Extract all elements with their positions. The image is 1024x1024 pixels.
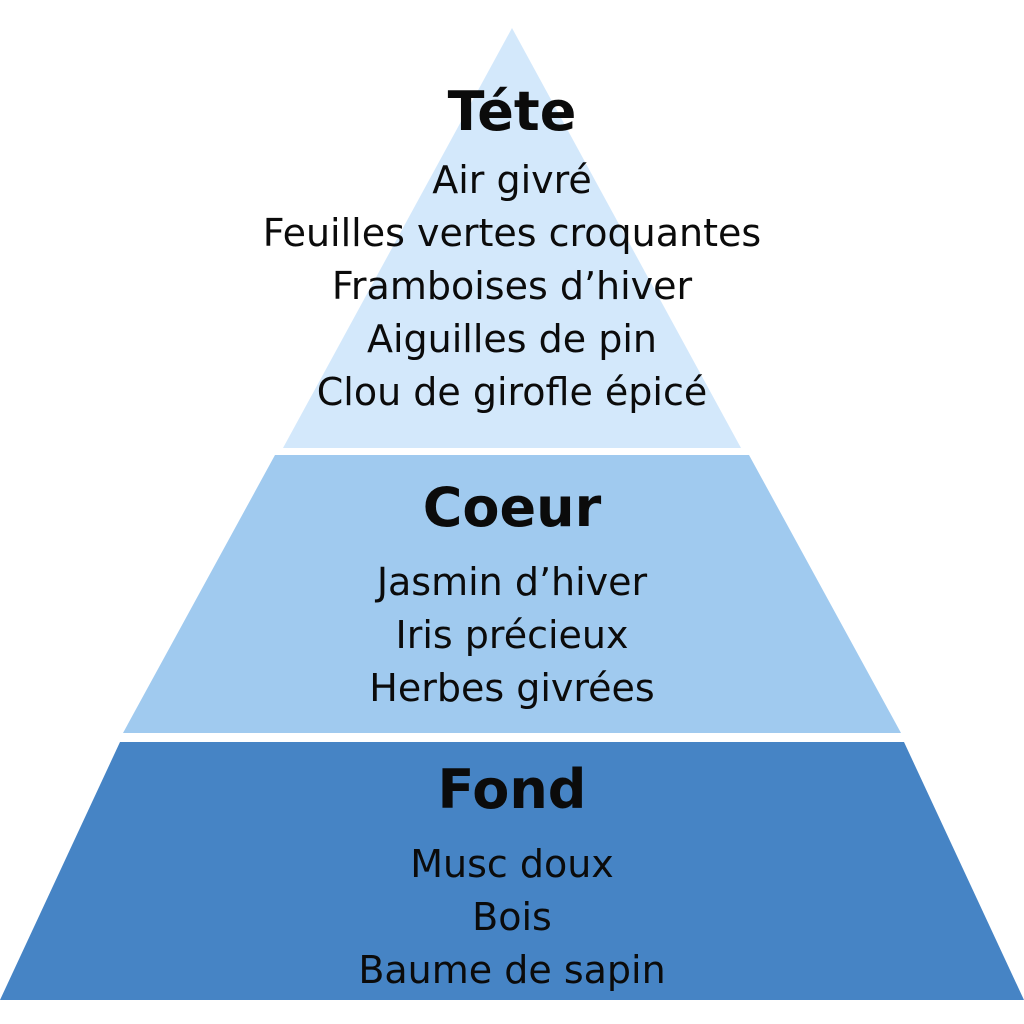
tier-middle: Coeur Jasmin d’hiver Iris précieux Herbe…	[0, 476, 1024, 715]
note-item: Aiguilles de pin	[366, 317, 658, 361]
note-item: Air givré	[432, 158, 592, 202]
tier-bottom: Fond Musc doux Bois Baume de sapin	[0, 758, 1024, 997]
note-item: Framboises d’hiver	[331, 264, 693, 308]
note-item: Iris précieux	[395, 613, 629, 657]
tier-bottom-notes: Musc doux Bois Baume de sapin	[0, 838, 1024, 997]
tier-top-shape	[283, 28, 741, 448]
tier-bottom-title: Fond	[437, 758, 587, 821]
tier-middle-notes: Jasmin d’hiver Iris précieux Herbes givr…	[0, 556, 1024, 715]
note-item: Musc doux	[410, 842, 614, 886]
tier-top-notes: Air givré Feuilles vertes croquantes Fra…	[0, 154, 1024, 419]
tier-bottom-shape	[0, 742, 1024, 1000]
note-item: Jasmin d’hiver	[376, 560, 648, 604]
tier-top-title: Téte	[447, 80, 577, 143]
note-item: Clou de girofle épicé	[316, 370, 708, 414]
tier-top: Téte Air givré Feuilles vertes croquante…	[0, 80, 1024, 419]
note-item: Baume de sapin	[358, 948, 666, 992]
note-item: Feuilles vertes croquantes	[262, 211, 762, 255]
note-item: Herbes givrées	[369, 666, 655, 710]
tier-middle-shape	[123, 455, 901, 733]
tier-middle-title: Coeur	[422, 476, 602, 539]
note-item: Bois	[472, 895, 552, 939]
